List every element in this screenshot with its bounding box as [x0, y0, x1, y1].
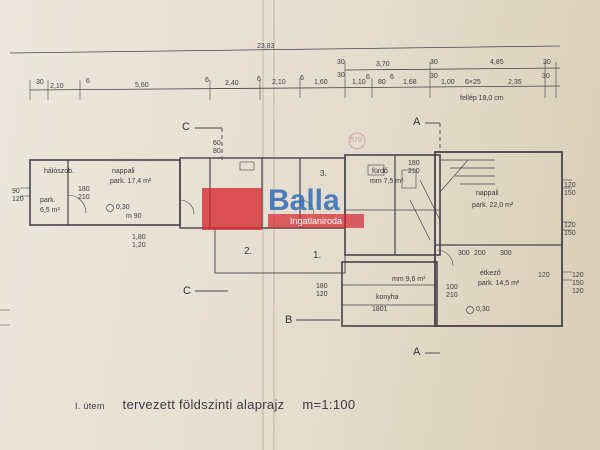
dimension-label: 30 [430, 73, 438, 80]
room-dining-area: park. 14,5 m² [478, 280, 520, 287]
room-bath-label: fürdő [372, 168, 388, 175]
dimension-label: 6 [390, 74, 394, 81]
dimension-label: 180 [408, 160, 420, 167]
dimension-label: 210 [446, 292, 458, 299]
dimension-label: 120 [564, 222, 576, 229]
room-mm-area: mm 9,6 m² [392, 276, 426, 283]
dimension-label: 210 [78, 194, 90, 201]
room-kitchen-label: konyha [376, 294, 399, 301]
dimension-label: 2,10 [272, 79, 286, 86]
dimension-label: 2,35 [508, 79, 522, 86]
dimension-label: 30 [36, 79, 44, 86]
dimension-label: 80 [213, 148, 221, 155]
dimension-label: 1,60 [314, 79, 328, 86]
dimension-label: 100 [446, 284, 458, 291]
dimension-label: 6×25 [465, 79, 481, 86]
dimension-label: 120 [564, 182, 576, 189]
paper-fold [262, 0, 264, 450]
dimension-label: 180 [316, 283, 328, 290]
dimension-label: 150 [572, 280, 584, 287]
plan-scale: m=1:100 [302, 397, 356, 412]
room-bath-area: mm 7,5 m² [370, 178, 404, 185]
dimension-total: 23,83 [257, 43, 275, 50]
dimension-label: 30 [337, 72, 345, 79]
section-marker-c-bottom: C [183, 285, 191, 297]
room-park-label: park. [40, 197, 56, 204]
plan-title: I. ütem tervezett földszinti alaprajz m=… [75, 397, 355, 412]
logo-badge-icon [202, 188, 262, 230]
dimension-label: 80 [378, 79, 386, 86]
room-park-area: 6,5 m² [40, 207, 60, 214]
section-marker-c-top: C [182, 121, 190, 133]
dimension-label: 1,10 [352, 79, 366, 86]
watermark-logo: Balla Ingatlaniroda [202, 184, 365, 230]
dimension-label: 2,40 [225, 80, 239, 87]
dimension-label: 30 [542, 73, 550, 80]
room-living1-area: park. 17,4 m² [110, 178, 152, 185]
dimension-label: 6 [366, 74, 370, 81]
dimension-label: 200 [474, 250, 486, 257]
dimension-label: 0,30 [476, 306, 490, 313]
dimension-label: 1,80 [132, 234, 146, 241]
dimension-label: 1,68 [403, 79, 417, 86]
dimension-label: 4,85 [490, 59, 504, 66]
room-number-1: 1. [313, 250, 322, 261]
room-dining-label: étkező [480, 270, 501, 277]
stair-note: fellép 18,0 cm [460, 95, 504, 102]
dimension-label: 90 [12, 188, 20, 195]
dimension-label: 60 [213, 140, 221, 147]
dimension-label: 150 [564, 230, 576, 237]
dimension-label: 6 [257, 76, 261, 83]
dimension-label: 120 [538, 272, 550, 279]
dimension-label: 3,70 [376, 61, 390, 68]
dimension-label: 30 [430, 59, 438, 66]
dimension-label: 120 [12, 196, 24, 203]
dimension-label: 30 [543, 59, 551, 66]
section-marker-a-bottom: A [413, 346, 421, 358]
dimension-label: 0,30 [116, 204, 130, 211]
dimension-label: 1801 [372, 306, 388, 313]
dimension-label: 30 [337, 59, 345, 66]
room-living1-label: nappali [112, 168, 135, 175]
plan-phase: I. ütem [75, 401, 105, 411]
dimension-label: 5,60 [135, 82, 149, 89]
dimension-label: 6 [205, 77, 209, 84]
dimension-label: 6 [300, 75, 304, 82]
dimension-label: 180 [78, 186, 90, 193]
dimension-label: m 90 [126, 213, 142, 220]
dimension-label: 1,00 [441, 79, 455, 86]
dimension-label: 1,20 [132, 242, 146, 249]
logo-brand: Balla [268, 184, 340, 217]
dimension-label: 300 [458, 250, 470, 257]
dimension-label: 300 [500, 250, 512, 257]
dimension-label: 210 [408, 168, 420, 175]
dimension-label: 120 [572, 272, 584, 279]
room-living2-label: nappali [476, 190, 499, 197]
room-number-3: 3. [320, 169, 327, 178]
dimension-label: 150 [564, 190, 576, 197]
dimension-label: 570 [350, 137, 362, 144]
plan-title-text: tervezett földszinti alaprajz [122, 397, 285, 412]
room-bedroom-label: hálószob. [44, 168, 74, 175]
room-living2-area: park. 22,0 m² [472, 202, 514, 209]
section-marker-b: B [285, 314, 293, 326]
section-marker-a-top: A [413, 116, 421, 128]
logo-tagline: Ingatlaniroda [268, 214, 364, 228]
dimension-label: 2,10 [50, 83, 64, 90]
dimension-label: 120 [572, 288, 584, 295]
room-number-2: 2. [244, 246, 253, 257]
dimension-label: 120 [316, 291, 328, 298]
dimension-label: 6 [86, 78, 90, 85]
